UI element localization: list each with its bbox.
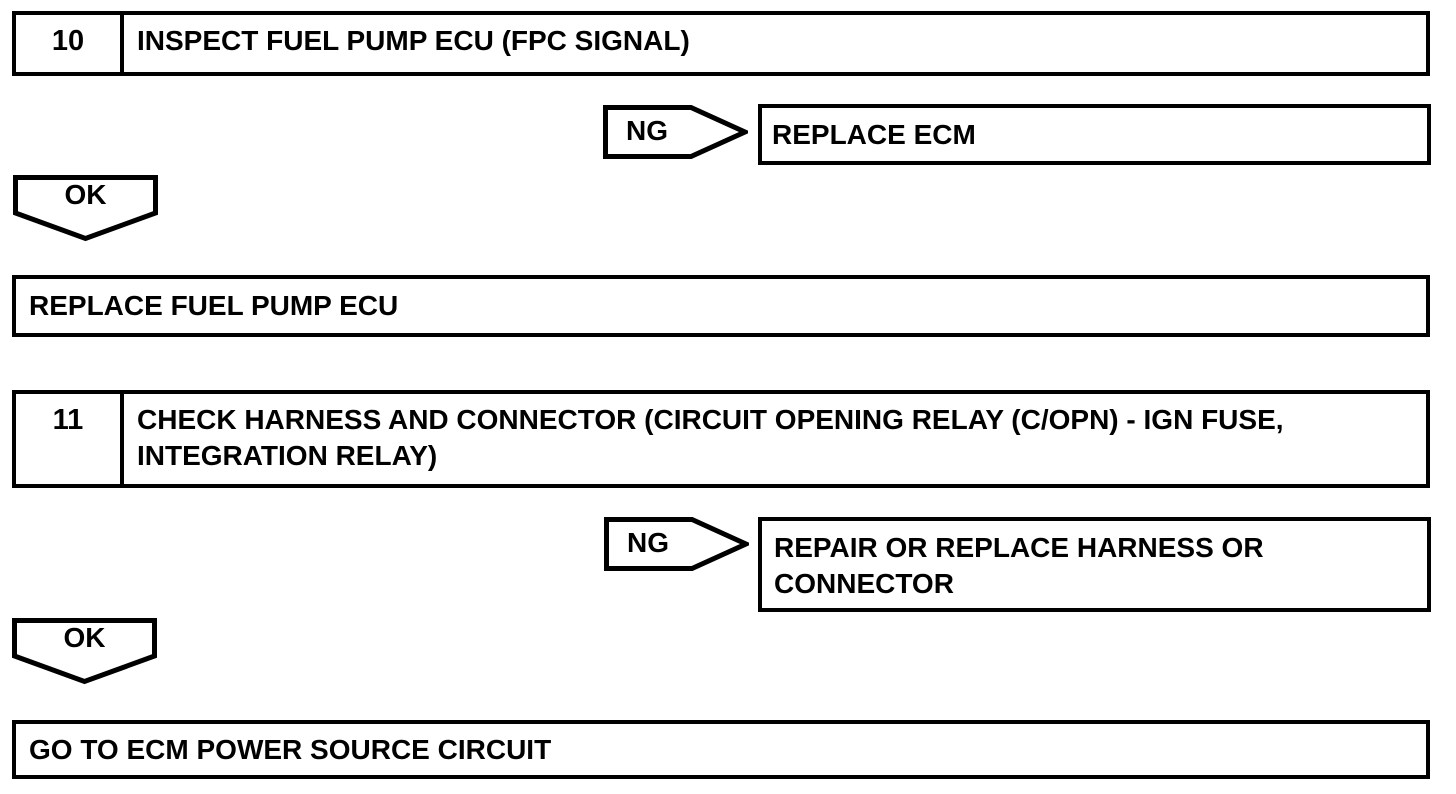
ng-arrow-icon — [604, 517, 749, 571]
ok-arrow-step-11: OK — [12, 618, 157, 685]
step-11-box: 11 CHECK HARNESS AND CONNECTOR (CIRCUIT … — [12, 390, 1430, 488]
ok-result-box-step-10: REPLACE FUEL PUMP ECU — [12, 275, 1430, 337]
ng-result-box-step-10: REPLACE ECM — [758, 104, 1431, 165]
step-10-box: 10 INSPECT FUEL PUMP ECU (FPC SIGNAL) — [12, 11, 1430, 76]
ng-result-box-step-11: REPAIR OR REPLACE HARNESS OR CONNECTOR — [758, 517, 1431, 612]
step-10-number: 10 — [16, 15, 124, 72]
ok-result-text: REPLACE FUEL PUMP ECU — [29, 290, 399, 321]
ng-result-text: REPLACE ECM — [772, 118, 976, 150]
step-11-title: CHECK HARNESS AND CONNECTOR (CIRCUIT OPE… — [137, 404, 1284, 471]
ng-arrow-step-11: NG — [604, 517, 749, 571]
ng-label: NG — [627, 527, 669, 558]
ok-label: OK — [64, 179, 107, 210]
ok-arrow-step-10: OK — [13, 175, 158, 242]
ng-label: NG — [626, 115, 668, 146]
ok-result-text: GO TO ECM POWER SOURCE CIRCUIT — [29, 733, 552, 765]
ng-arrow-step-10: NG — [603, 105, 748, 159]
step-11-number: 11 — [16, 394, 124, 484]
ok-arrow-icon — [12, 618, 157, 685]
step-10-title: INSPECT FUEL PUMP ECU (FPC SIGNAL) — [137, 25, 690, 56]
ng-arrow-icon — [603, 105, 748, 159]
ng-result-text: REPAIR OR REPLACE HARNESS OR CONNECTOR — [774, 532, 1264, 599]
ok-arrow-icon — [13, 175, 158, 242]
ok-result-box-step-11: GO TO ECM POWER SOURCE CIRCUIT — [12, 720, 1430, 779]
ok-label: OK — [63, 622, 106, 653]
